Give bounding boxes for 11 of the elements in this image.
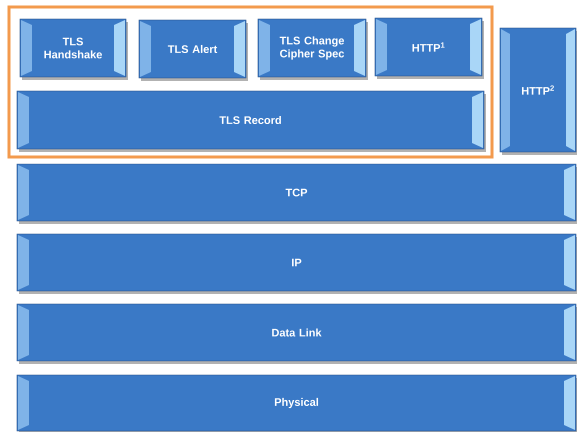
layer-box: TLS Record xyxy=(16,90,486,152)
group-frame xyxy=(8,6,494,158)
layer-box: IP xyxy=(16,234,577,294)
layer-box: TCP xyxy=(16,164,577,224)
layer-box: TLS Change Cipher Spec xyxy=(258,18,368,80)
layer-box: HTTP$^{1}$ xyxy=(374,18,484,79)
layer-box: Data Link xyxy=(16,304,577,364)
layer-box: Physical xyxy=(16,374,577,432)
layer-box: HTTP$^{2}$ xyxy=(500,28,577,155)
layer-box: TLS Handshake xyxy=(20,18,128,80)
layer-box: TLS Alert xyxy=(138,20,248,81)
